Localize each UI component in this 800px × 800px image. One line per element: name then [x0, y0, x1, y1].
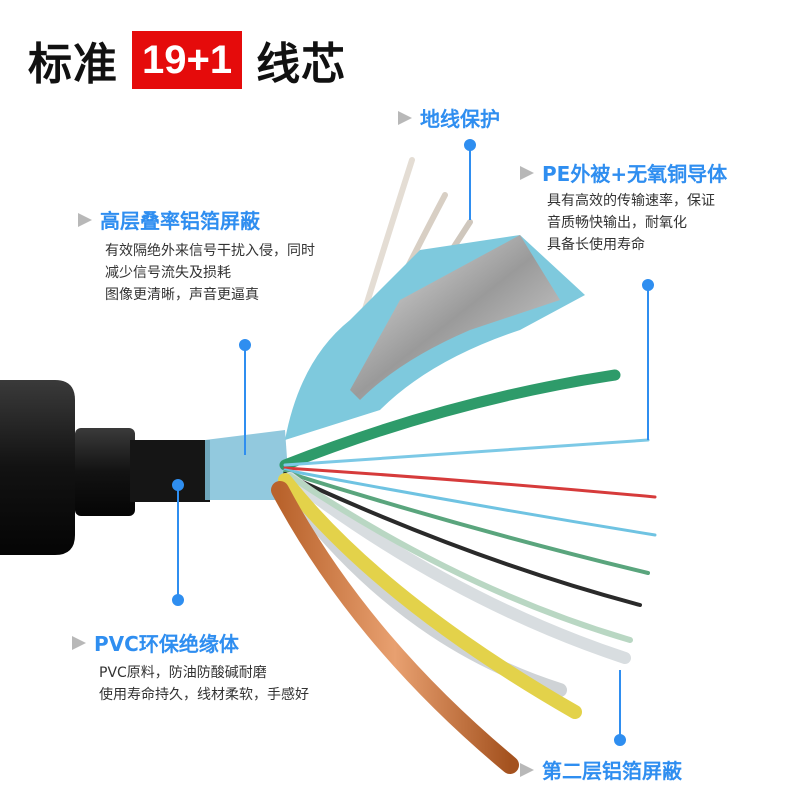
desc-line: 有效隔绝外来信号干扰入侵，同时: [105, 243, 315, 259]
arrow-icon: [398, 110, 412, 125]
arrow-icon: [72, 635, 86, 650]
desc-line: 音质畅快输出，耐氧化: [547, 215, 687, 231]
label-pe-heading: PE外被+无氧铜导体: [542, 162, 728, 186]
leader-lines: [172, 139, 654, 746]
label-ground: 地线保护: [398, 103, 500, 132]
desc-line: 减少信号流失及损耗: [105, 265, 231, 281]
arrow-icon: [78, 212, 92, 227]
title-suffix: 线芯: [256, 39, 347, 90]
page-title: 标准 19+1 线芯: [28, 30, 346, 90]
label-pvc-desc: PVC原料，防油防酸碱耐磨 使用寿命持久，线材柔软，手感好: [99, 662, 309, 706]
main-foil-shield: [285, 235, 585, 440]
twisted-pairs: [271, 472, 633, 774]
desc-line: PVC原料，防油防酸碱耐磨: [99, 665, 267, 681]
signal-wires: [279, 369, 657, 607]
label-second-shield: 第二层铝箔屏蔽: [520, 755, 682, 784]
label-shield-heading: 高层叠率铝箔屏蔽: [100, 209, 260, 233]
label-pvc: PVC环保绝缘体: [72, 628, 239, 657]
arrow-icon: [520, 165, 534, 180]
label-shield: 高层叠率铝箔屏蔽: [78, 205, 260, 234]
desc-line: 具有高效的传输速率，保证: [547, 193, 715, 209]
desc-line: 使用寿命持久，线材柔软，手感好: [99, 687, 309, 703]
outer-braid-shield: [205, 430, 290, 500]
label-second-shield-heading: 第二层铝箔屏蔽: [542, 759, 682, 783]
desc-line: 具备长使用寿命: [547, 237, 645, 253]
label-pvc-heading: PVC环保绝缘体: [94, 632, 239, 656]
arrow-icon: [520, 762, 534, 777]
label-pe: PE外被+无氧铜导体: [520, 158, 727, 187]
label-pe-desc: 具有高效的传输速率，保证 音质畅快输出，耐氧化 具备长使用寿命: [547, 190, 715, 256]
desc-line: 图像更清晰，声音更逼真: [105, 287, 259, 303]
connector-body: [0, 380, 210, 555]
title-prefix: 标准: [28, 39, 118, 90]
title-badge: 19+1: [132, 31, 243, 89]
label-shield-desc: 有效隔绝外来信号干扰入侵，同时 减少信号流失及损耗 图像更清晰，声音更逼真: [105, 240, 315, 306]
label-ground-heading: 地线保护: [420, 107, 500, 131]
